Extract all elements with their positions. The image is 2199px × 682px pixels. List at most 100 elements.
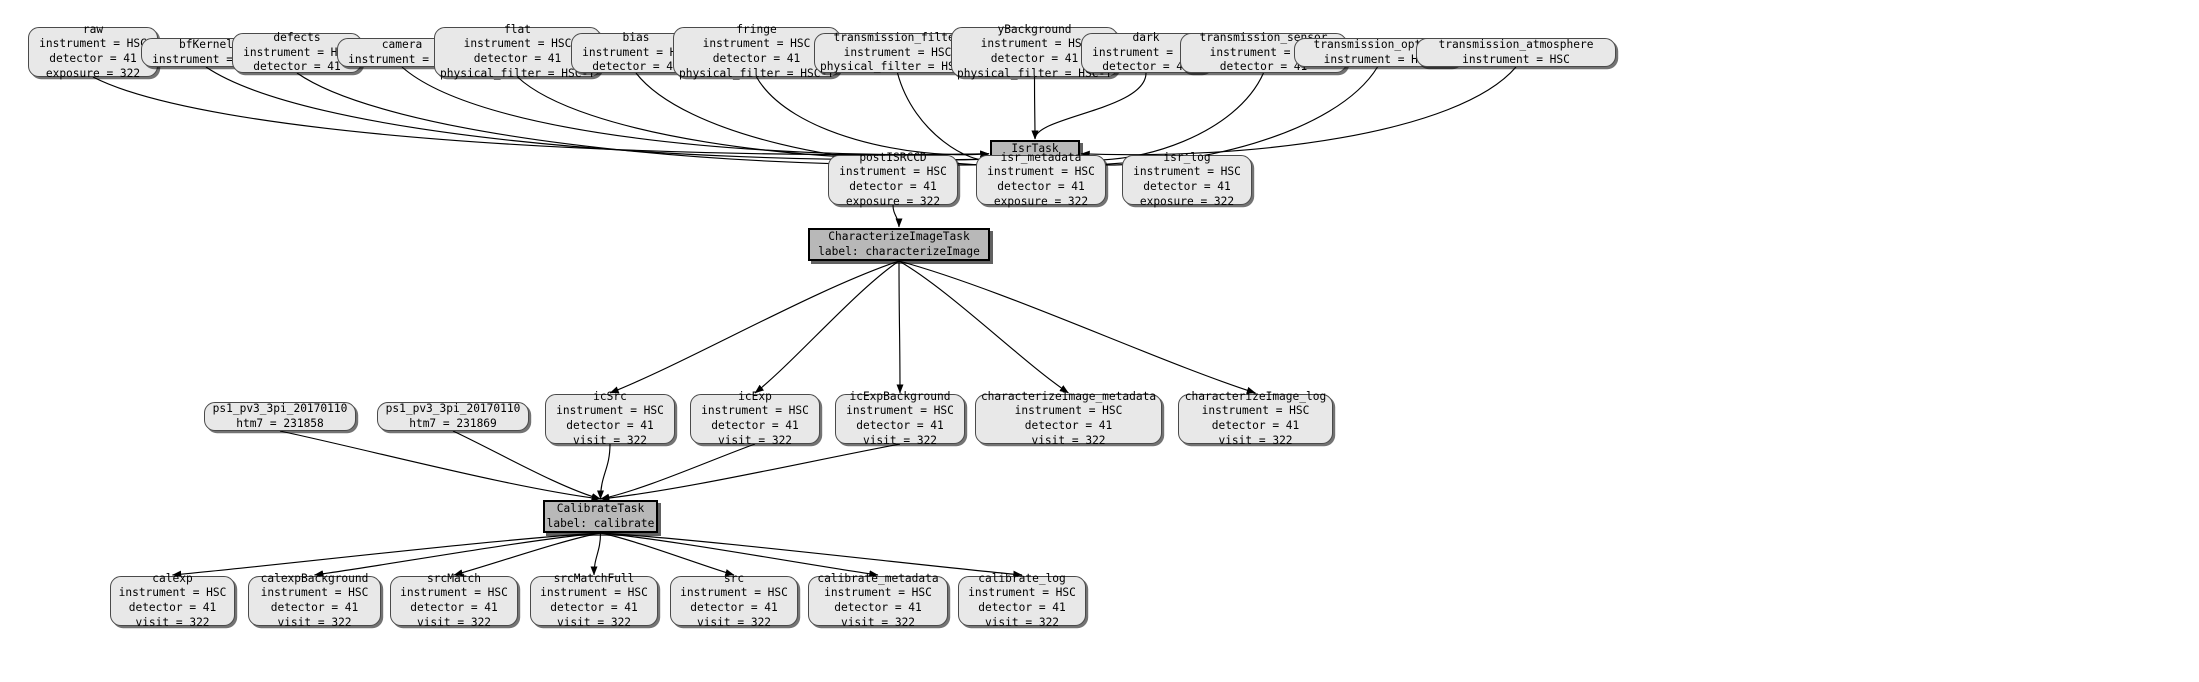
node-attribute-row: detector = 41 [997, 180, 1085, 193]
node-attribute-row: visit = 322 [556, 615, 632, 629]
node-title: CharacterizeImageTask [828, 229, 970, 243]
edge-CalibrateTask-to-calexp [172, 532, 601, 578]
node-attribute-row: instrument = HSC [118, 586, 227, 600]
node-title: calibrate_metadata [817, 571, 939, 585]
node-attribute-row: detector = 41 [856, 419, 944, 432]
edge-CharacterizeImageTask-to-characterizeImage_log [898, 260, 1256, 394]
node-attribute-row: detector = 41 [1211, 419, 1300, 432]
node-title: calibrate_log [978, 571, 1066, 585]
node-title: calexp [152, 571, 193, 585]
node-title: dark [1132, 31, 1160, 45]
edge-CalibrateTask-to-src [600, 532, 735, 577]
node-attribute-row: visit = 322 [277, 615, 352, 629]
node-attribute-row: exposure = 322 [993, 194, 1089, 208]
node-attribute-row: visit = 322 [135, 615, 210, 629]
node-title: fringe [736, 22, 777, 36]
node-attribute-row: instrument = HSC [968, 586, 1076, 600]
node-title: srcMatchFull [553, 571, 635, 585]
node-attribute-row: visit = 322 [717, 433, 793, 447]
node-attribute-row: visit = 322 [862, 433, 938, 447]
node-title: characterizeImage_metadata [980, 389, 1157, 403]
node-title: transmission_filter [833, 31, 962, 45]
node-attribute-row: instrument = HSC [260, 586, 369, 600]
node-attribute-row: detector = 41 [978, 601, 1066, 614]
node-title: transmission_sensor [1199, 31, 1328, 45]
node-title: camera [381, 37, 423, 51]
edge-CalibrateTask-to-calibrate_metadata [600, 532, 879, 578]
edge-fringe-to-IsrTask [756, 76, 990, 159]
node-attribute-row: instrument = HSC [980, 37, 1089, 51]
node-title: bfKernel [179, 37, 233, 51]
node-attribute-row: htm7 = 231858 [236, 416, 324, 430]
node-attribute-row: instrument = HSC [846, 404, 954, 418]
node-attribute-row: instrument = HSC [400, 586, 508, 600]
node-attribute-row: detector = 41 [711, 419, 799, 432]
node-title: src [723, 571, 745, 585]
edge-CalibrateTask-to-calexpBackground [314, 532, 601, 578]
node-attribute-row: exposure = 322 [1139, 194, 1235, 208]
node-title: calexpBackground [260, 571, 369, 585]
node-attribute-row: physical_filter = HSC-Y [679, 66, 834, 80]
edge-CharacterizeImageTask-to-icSrc [609, 260, 900, 394]
edge-CalibrateTask-to-srcMatch [453, 532, 601, 577]
node-attribute-row: detector = 41 [270, 601, 359, 614]
node-title: bias [622, 31, 650, 45]
node-title: icExp [738, 389, 772, 403]
node-attribute-row: physical_filter = HSC-Y [440, 66, 595, 80]
node-attribute-row: instrument = HSC [39, 37, 147, 51]
node-attribute-row: detector = 41 [712, 52, 801, 65]
node-attribute-row: detector = 41 [473, 52, 562, 65]
node-title: yBackground [997, 22, 1072, 36]
node-attribute-row: instrument = HSC [540, 586, 648, 600]
edge-transmission_filter-to-IsrTask [896, 72, 990, 166]
edge-transmission_optics-to-IsrTask [1080, 66, 1378, 169]
edge-icExp-to-CalibrateTask [600, 443, 756, 501]
node-attribute-row: visit = 322 [984, 615, 1060, 629]
node-title: transmission_optics [1313, 37, 1442, 51]
node-title: IsrTask [1011, 141, 1059, 155]
node-attribute-row: detector = 41 [990, 52, 1079, 65]
node-attribute-row: detector = 41 [834, 601, 922, 614]
node-attribute-row: detector = 41 [1219, 60, 1308, 74]
node-attribute-row: instrument = HSC [1133, 165, 1241, 179]
node-attribute-row: label: calibrate [546, 516, 655, 530]
node-attribute-row: instrument = HSC [243, 45, 351, 59]
node-attribute-row: detector = 41 [690, 601, 778, 614]
node-attribute-row: detector = 41 [253, 60, 341, 74]
edge-yBackground-to-IsrTask [1031, 76, 1039, 140]
node-attribute-row: visit = 322 [840, 615, 916, 629]
node-attribute-row: visit = 322 [416, 615, 492, 629]
node-attribute-row: detector = 41 [49, 52, 137, 65]
node-title: srcMatch [427, 571, 481, 585]
edge-CalibrateTask-to-srcMatchFull [590, 532, 602, 576]
node-attribute-row: instrument = HSC [843, 45, 952, 59]
node-attribute-row: htm7 = 231869 [409, 416, 497, 430]
node-attribute-row: visit = 322 [1218, 433, 1293, 447]
node-attribute-row: detector = 41 [1102, 60, 1190, 74]
node-title: characterizeImage_log [1184, 389, 1327, 403]
edge-paths [92, 66, 1517, 578]
node-attribute-row: instrument = HSC [1014, 404, 1123, 418]
